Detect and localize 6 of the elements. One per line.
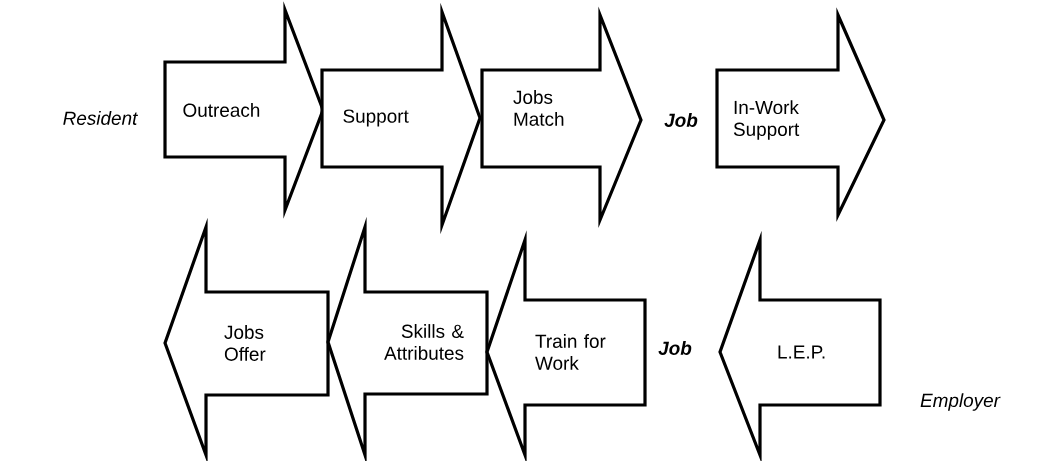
side-label: Resident [63,111,138,125]
node-label: Skills & Attributes [384,324,464,360]
node-label: Train for Work [535,334,606,370]
side-label: Employer [920,393,1001,411]
side-label: Job [658,341,692,355]
side-label: Job [664,113,698,127]
